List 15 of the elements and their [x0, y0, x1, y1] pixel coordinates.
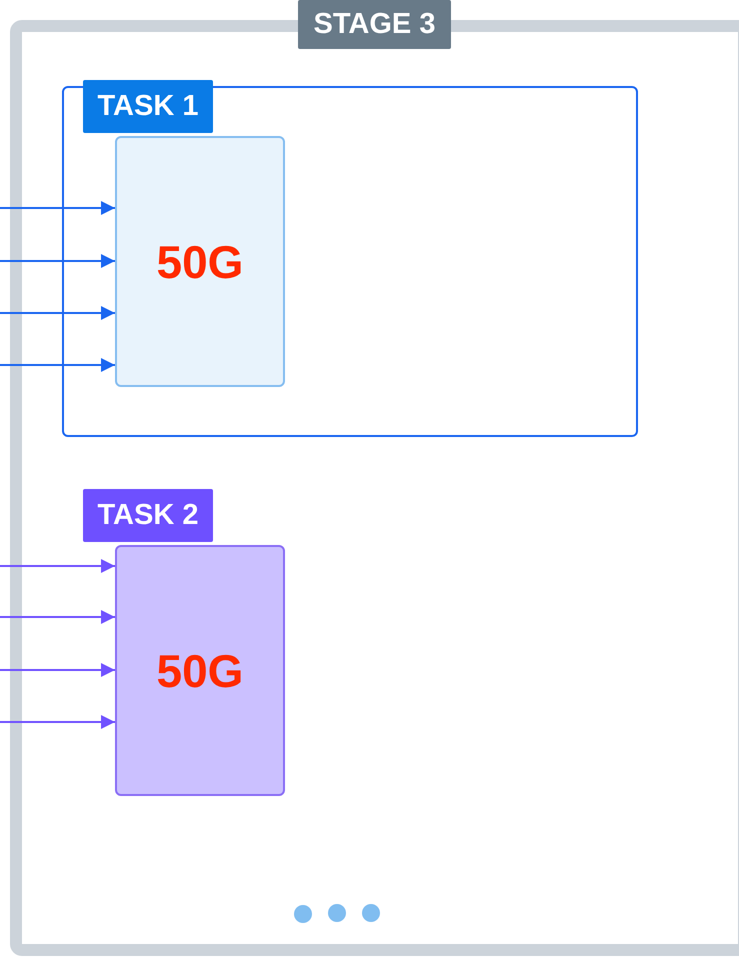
memory-box: [115, 545, 285, 796]
arrow: [0, 715, 115, 729]
memory-size: 50G: [156, 644, 244, 698]
memory-size: 50G: [156, 234, 244, 288]
arrow: [0, 663, 115, 677]
arrow: [0, 610, 115, 624]
arrow: [0, 254, 115, 268]
arrow: [0, 201, 115, 215]
arrow: [0, 559, 115, 573]
arrow: [0, 306, 115, 320]
title-tag: TASK 1: [83, 80, 213, 133]
memory-box: [115, 136, 285, 387]
title-tag: TASK 2: [83, 489, 213, 542]
title-tag: STAGE 3: [298, 0, 451, 49]
arrow: [0, 358, 115, 372]
